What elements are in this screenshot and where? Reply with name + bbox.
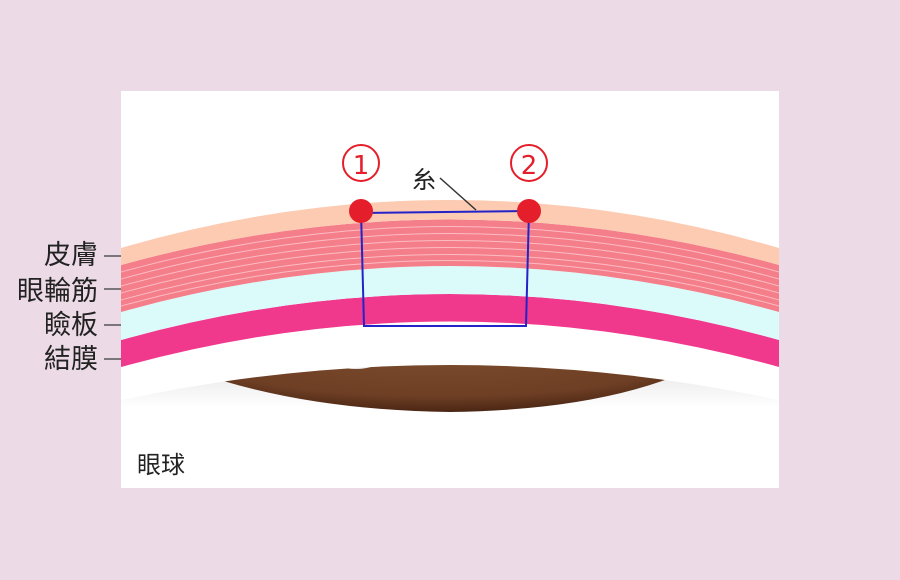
tarsus-label: 瞼板 (44, 310, 98, 341)
marker-1: ① 1 (342, 144, 380, 182)
svg-text:2: 2 (521, 151, 538, 181)
muscle-fibers (121, 226, 779, 307)
conjunctiva-label: 結膜 (44, 344, 98, 375)
point-1-dot (349, 199, 373, 223)
orbicularis-layer (121, 219, 779, 312)
skin-layer (121, 200, 779, 265)
svg-text:1: 1 (353, 151, 370, 181)
thread-leader-line (439, 177, 477, 211)
orbicularis-label: 眼輪筋 (17, 276, 98, 307)
thread-label: 糸 (412, 166, 436, 194)
skin-label: 皮膚 (44, 240, 98, 271)
eyeball-label: 眼球 (137, 451, 185, 479)
suture-thread (360, 209, 531, 327)
lid-margin (121, 328, 779, 400)
tarsus-layer (121, 266, 779, 340)
marker-2: ② 2 (510, 144, 548, 182)
conjunctiva-layer (121, 294, 779, 367)
point-2-dot (517, 199, 541, 223)
